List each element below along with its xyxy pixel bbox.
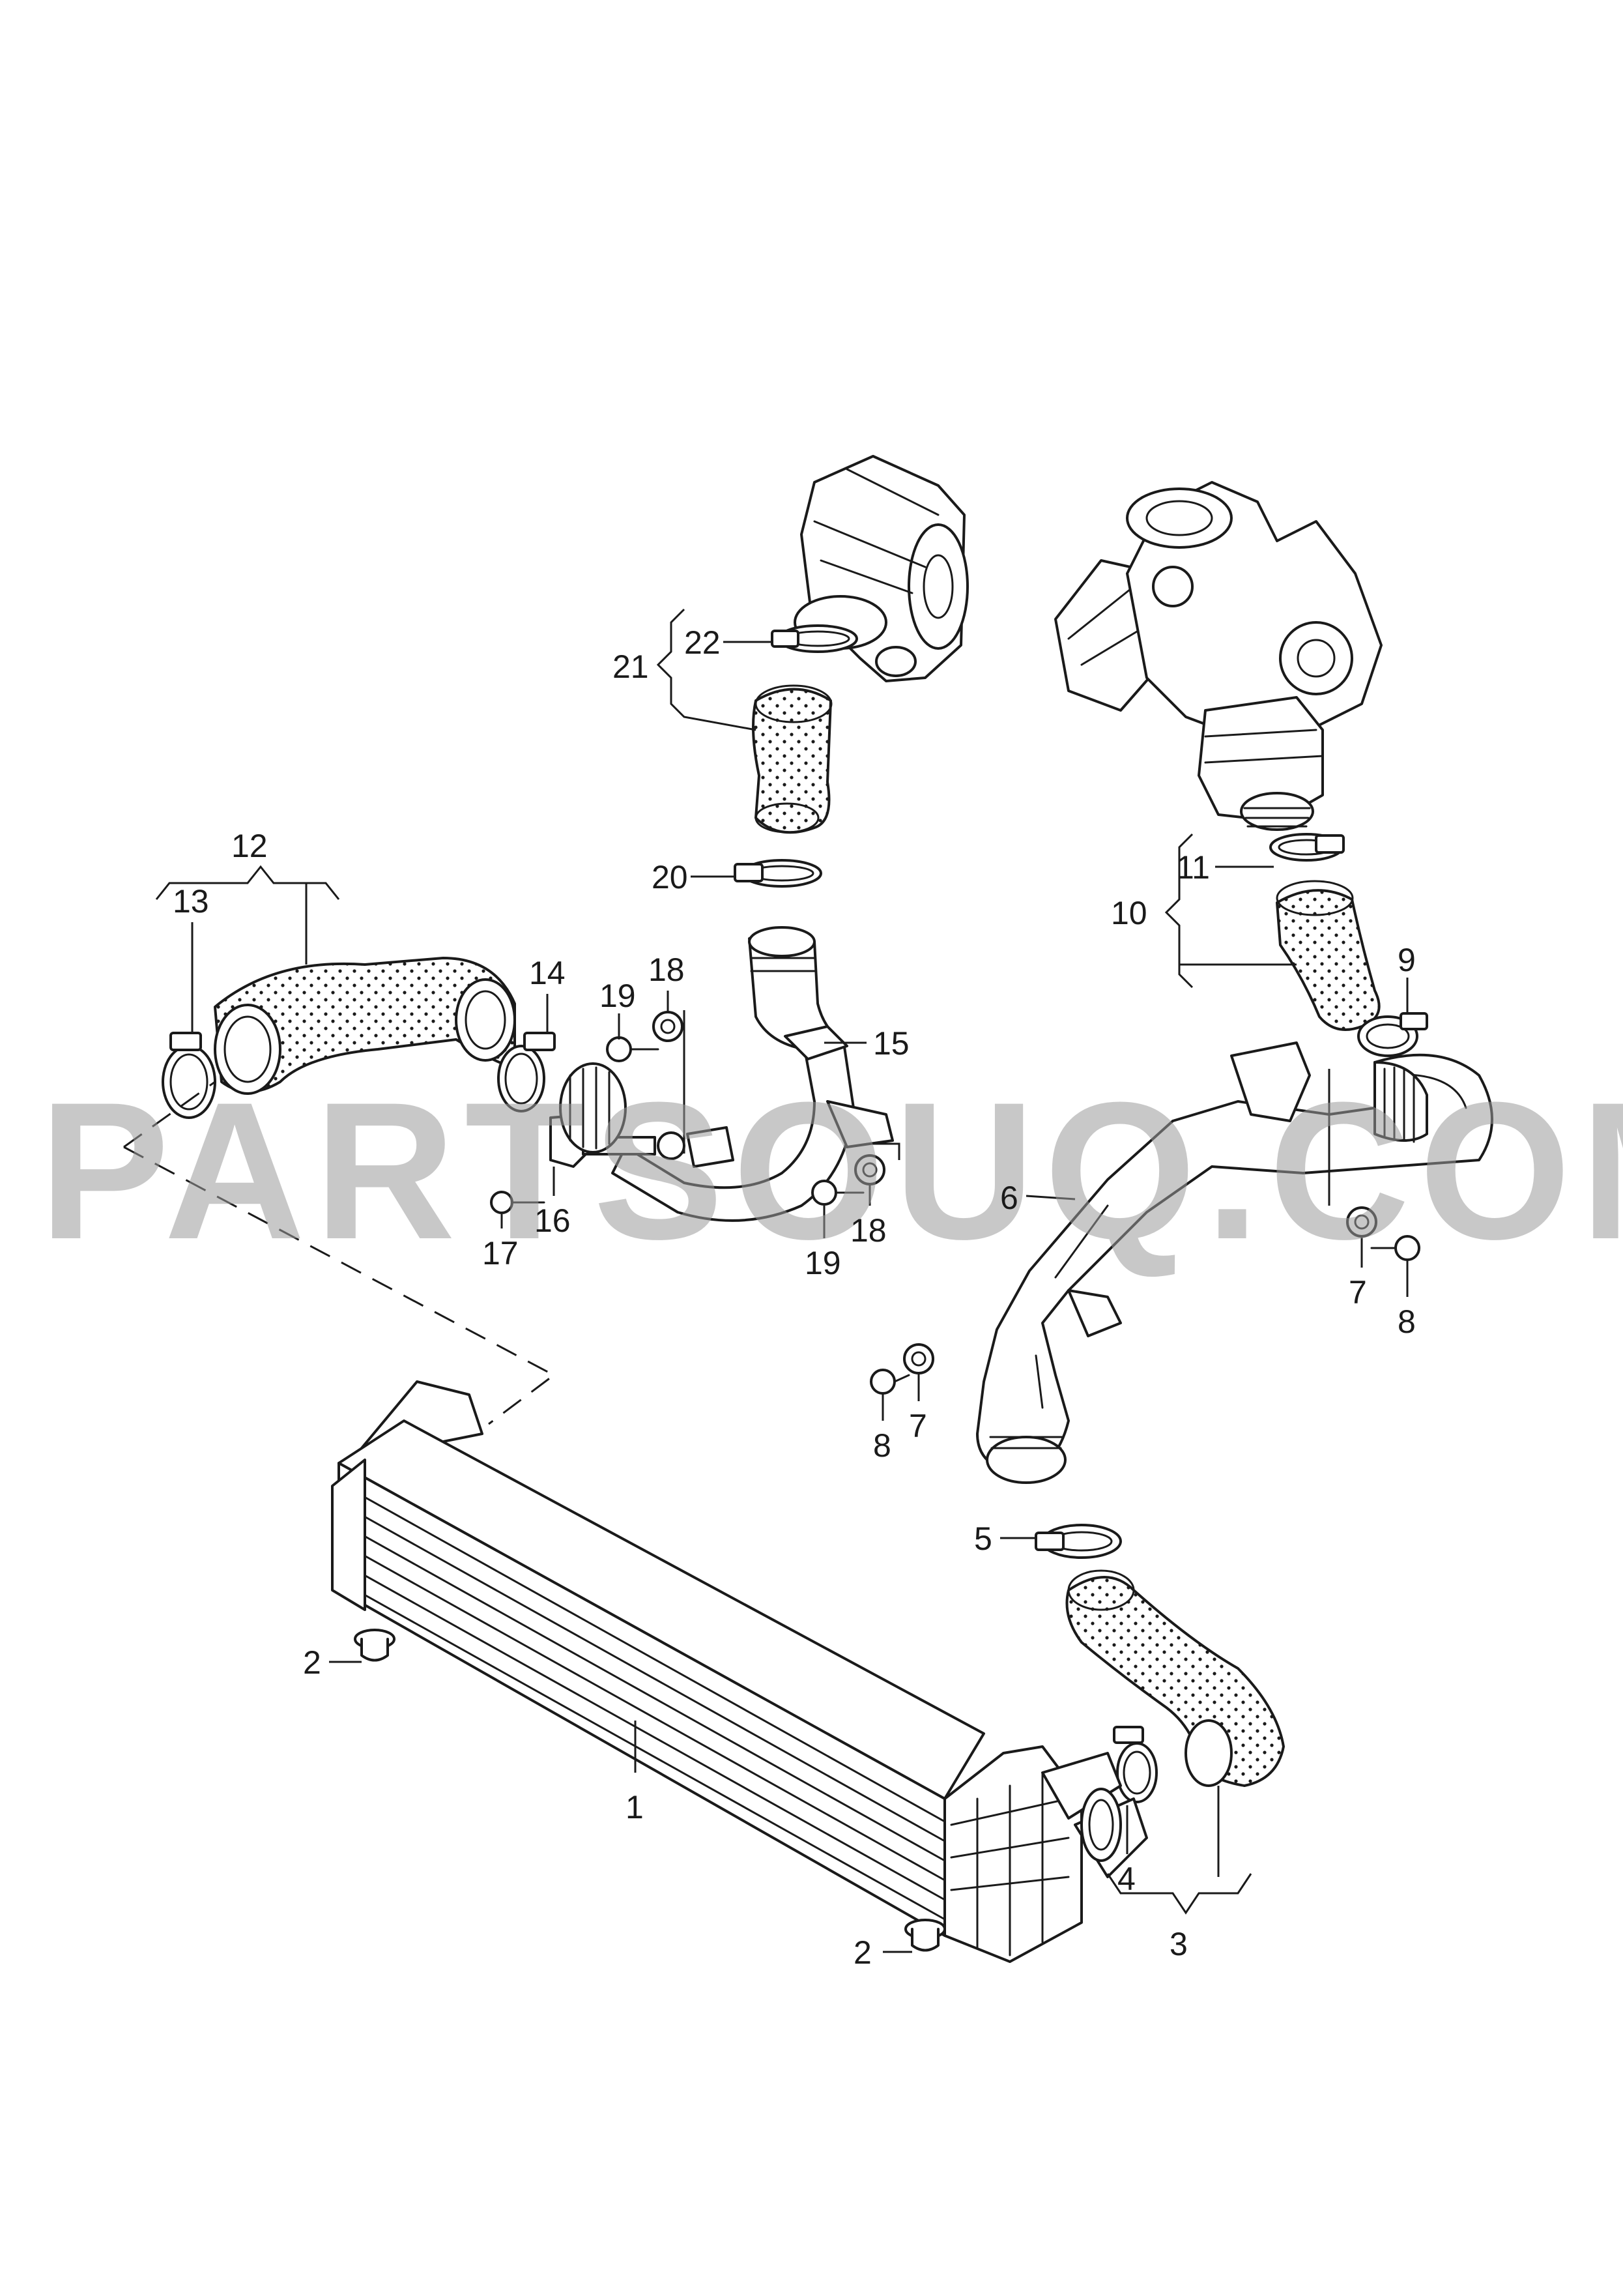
- watermark: PARTSOUQ.COM: [39, 1061, 1623, 1280]
- bolt-8-left: [870, 1369, 910, 1395]
- hose-clamp-4: [1113, 1726, 1158, 1803]
- hose-3-lower-end: [1185, 1719, 1233, 1787]
- hose-clamp-14: [497, 1032, 556, 1112]
- hose-clamp-22: [771, 624, 858, 653]
- callout-18: 18: [850, 1212, 887, 1249]
- callout-7: 7: [1349, 1274, 1367, 1311]
- bolt-17: [490, 1191, 545, 1214]
- callout-4: 4: [1117, 1861, 1136, 1897]
- charge-air-pipe-6: [976, 1053, 1493, 1474]
- hose-clamp-13a: [162, 1032, 216, 1119]
- pipe-6-upper-bracket: [1230, 1041, 1311, 1122]
- callout-3: 3: [1170, 1926, 1188, 1962]
- pipe-coupler-16: [559, 1062, 627, 1154]
- callout-13: 13: [173, 883, 209, 920]
- callout-16: 16: [534, 1202, 571, 1239]
- callout-8: 8: [873, 1427, 891, 1464]
- callout-19: 19: [599, 978, 636, 1014]
- callout-18: 18: [648, 952, 685, 988]
- callout-10: 10: [1111, 895, 1147, 931]
- pipe-15-bracket: [784, 1025, 848, 1060]
- nut-7-left: [903, 1343, 934, 1374]
- rubber-mount-2-left: [354, 1629, 395, 1662]
- callout-2: 2: [854, 1934, 872, 1971]
- callout-2: 2: [303, 1644, 321, 1681]
- callout-6: 6: [1000, 1180, 1018, 1216]
- callout-8: 8: [1398, 1303, 1416, 1340]
- pipe-15-mount-tab: [826, 1100, 894, 1148]
- pipe-6-bracket: [1067, 1289, 1122, 1337]
- callout-15: 15: [873, 1025, 910, 1062]
- callout-7: 7: [909, 1408, 927, 1444]
- callout-22: 22: [684, 624, 721, 661]
- hose-clamp-9: [1357, 1012, 1428, 1057]
- pipe-15-inlet: [748, 926, 816, 957]
- bolt-19-lower: [811, 1180, 865, 1206]
- callout-21: 21: [612, 648, 649, 685]
- connection-dashed-line: [123, 1081, 556, 1425]
- pipe-6-inlet: [986, 1436, 1067, 1484]
- callout-labels: 1 2 2 3 4 5 6 7 7 8 8 9 10 11 12 13 14 1…: [173, 624, 1416, 1971]
- callout-9: 9: [1398, 942, 1416, 978]
- callout-1: 1: [625, 1789, 644, 1825]
- callout-11: 11: [1176, 849, 1210, 886]
- pipe-15-tab-left: [686, 1126, 734, 1168]
- charge-air-hose-13: [214, 957, 516, 1093]
- bolt-8-right: [1370, 1235, 1420, 1261]
- hose-21-upper-end: [754, 684, 833, 723]
- nut-18-upper: [652, 1011, 683, 1042]
- hose-clamp-20: [734, 859, 822, 888]
- charge-air-pipe-15: [611, 931, 855, 1222]
- charge-air-hose-3: [1065, 1576, 1285, 1787]
- turbocharger: [1054, 481, 1383, 831]
- hose-21-lower-end: [754, 802, 820, 834]
- bolt-19-upper: [606, 1036, 659, 1062]
- nut-7-right: [1346, 1206, 1377, 1238]
- hose-clamp-5: [1035, 1524, 1122, 1559]
- intercooler-1: [331, 1380, 1148, 1963]
- rubber-mount-2-right: [904, 1919, 946, 1952]
- callout-14: 14: [529, 955, 566, 991]
- hose-clamp-11: [1269, 833, 1345, 862]
- callout-19: 19: [805, 1245, 841, 1281]
- callout-5: 5: [974, 1520, 992, 1557]
- callout-20: 20: [652, 859, 688, 895]
- callout-12: 12: [231, 828, 268, 864]
- intake-hose-21: [752, 688, 832, 834]
- leader-lines: [155, 608, 1409, 1953]
- intake-hose-10: [1276, 889, 1381, 1031]
- callout-17: 17: [482, 1235, 519, 1272]
